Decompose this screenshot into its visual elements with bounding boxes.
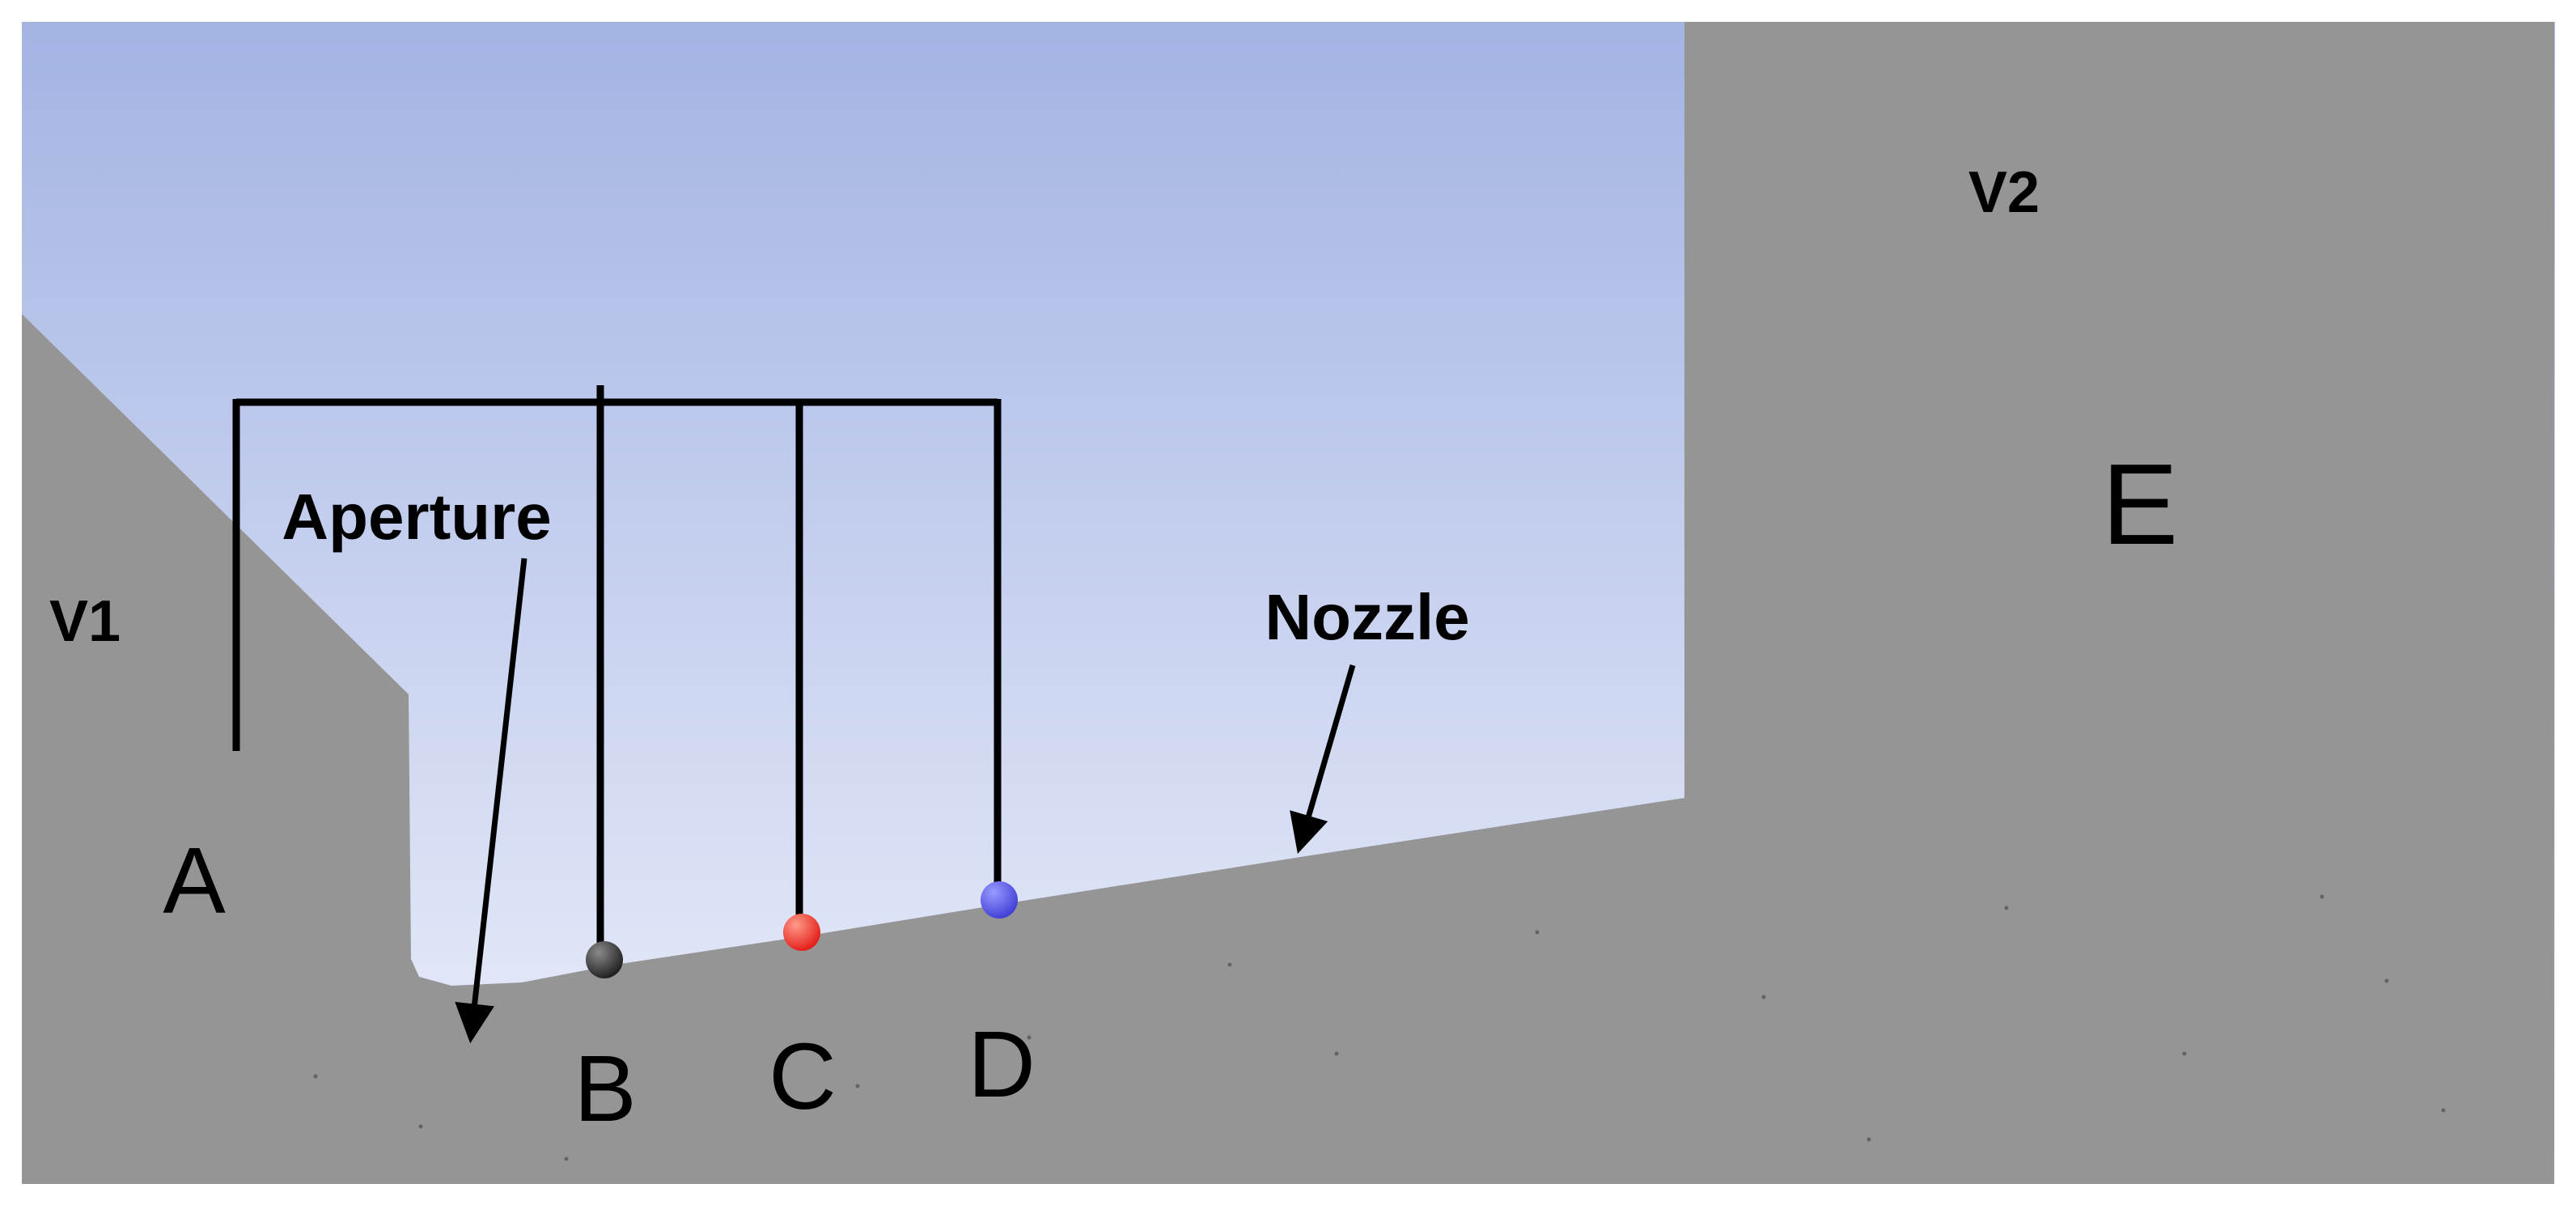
nozzle-arrow [1290, 664, 1356, 855]
surface-speckles [313, 894, 2446, 1161]
geometry-cross-section [22, 22, 2554, 1184]
label-point-e: E [2102, 440, 2179, 569]
label-v2: V2 [1968, 160, 2040, 225]
label-point-b: B [574, 1036, 636, 1141]
label-point-a: A [163, 828, 226, 933]
point-marker-d [981, 881, 1018, 919]
point-marker-b [586, 941, 623, 978]
label-nozzle: Nozzle [1265, 581, 1469, 653]
point-marker-c [783, 914, 820, 951]
label-point-c: C [769, 1024, 837, 1129]
label-aperture: Aperture [282, 481, 551, 553]
label-v1: V1 [49, 589, 121, 654]
label-point-d: D [968, 1012, 1036, 1117]
aperture-arrow [455, 558, 527, 1044]
measurement-bracket [232, 385, 1002, 953]
